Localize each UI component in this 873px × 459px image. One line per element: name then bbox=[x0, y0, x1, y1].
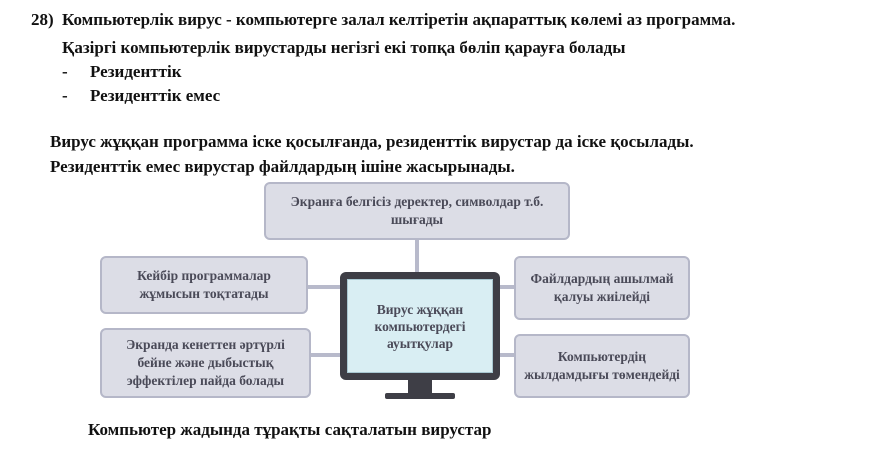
explanation-resident: Вирус жұққан программа іске қосылғанда, … bbox=[50, 132, 694, 151]
symptom-text: Экранға белгісіз деректер, символдар т.б… bbox=[290, 194, 544, 227]
groups-intro: Қазіргі компьютерлік вирустарды негізгі … bbox=[62, 38, 626, 57]
center-caption: Вирус жұққан компьютердегі ауытқулар bbox=[374, 301, 466, 351]
connector-line bbox=[494, 285, 516, 289]
connector-line bbox=[306, 285, 346, 289]
monitor-stand bbox=[408, 380, 432, 394]
monitor-screen: Вирус жұққан компьютердегі ауытқулар bbox=[347, 279, 493, 373]
symptom-box-right-top: Файлдардың ашылмай қалуы жиілейді bbox=[514, 256, 690, 320]
symptom-text: Кейбір программалар жұмысын тоқтатады bbox=[137, 268, 271, 301]
symptom-box-left-top: Кейбір программалар жұмысын тоқтатады bbox=[100, 256, 308, 314]
symptom-text: Файлдардың ашылмай қалуы жиілейді bbox=[530, 271, 674, 304]
list-item-dash: - bbox=[62, 62, 68, 81]
list-item-nonresident: Резиденттік емес bbox=[90, 86, 221, 105]
symptom-text: Экранда кенеттен әртүрлі бейне және дыбы… bbox=[126, 337, 285, 388]
explanation-nonresident: Резиденттік емес вирустар файлдардың іші… bbox=[50, 157, 515, 176]
virus-definition: Компьютерлік вирус - компьютерге залал к… bbox=[62, 10, 736, 29]
list-item-resident: Резиденттік bbox=[90, 62, 182, 81]
list-item-dash: - bbox=[62, 86, 68, 105]
symptom-text: Компьютердің жылдамдығы төмендейді bbox=[524, 349, 680, 382]
monitor-base bbox=[385, 393, 455, 399]
connector-line bbox=[309, 353, 346, 357]
question-number: 28) bbox=[31, 10, 54, 29]
symptom-box-left-bottom: Экранда кенеттен әртүрлі бейне және дыбы… bbox=[100, 328, 311, 398]
connector-line bbox=[415, 238, 419, 274]
footer-caption: Компьютер жадында тұрақты сақталатын вир… bbox=[88, 420, 492, 439]
symptom-box-top: Экранға белгісіз деректер, символдар т.б… bbox=[264, 182, 570, 240]
symptom-box-right-bottom: Компьютердің жылдамдығы төмендейді bbox=[514, 334, 690, 398]
connector-line bbox=[494, 353, 516, 357]
